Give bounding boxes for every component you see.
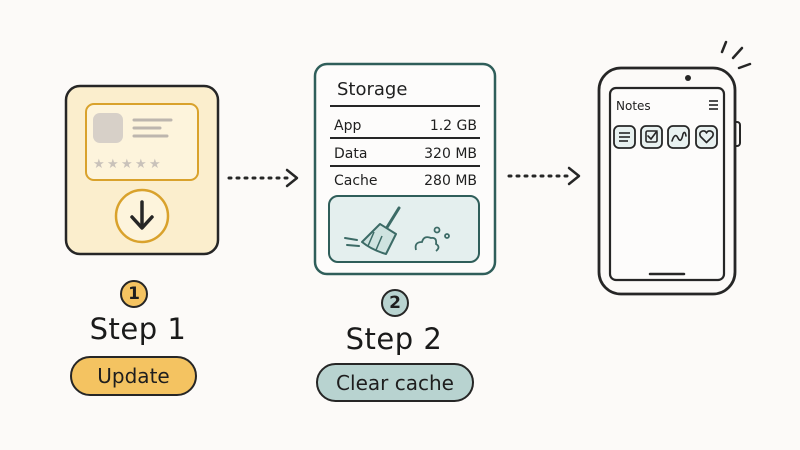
phone: Notes [597, 40, 752, 296]
svg-text:★: ★ [149, 157, 161, 172]
storage-row-cache-label: Cache [334, 173, 378, 189]
svg-text:★: ★ [135, 157, 147, 172]
step-1-label: Step 1 [89, 312, 187, 346]
heart-icon[interactable] [695, 125, 718, 149]
storage-row-app-value: 1.2 GB [430, 118, 477, 134]
storage-title: Storage [337, 79, 407, 100]
svg-text:★: ★ [107, 157, 119, 172]
step-number-1: 1 [120, 280, 148, 308]
checkbox-icon[interactable] [640, 125, 663, 149]
menu-icon[interactable] [709, 100, 718, 110]
storage-row-app-label: App [334, 118, 361, 134]
update-button[interactable]: Update [70, 356, 197, 396]
list-icon[interactable] [613, 125, 636, 149]
storage-row-data-value: 320 MB [424, 146, 477, 162]
rating-stars-icon: ★★★★★ [93, 157, 161, 172]
storage-row-data-label: Data [334, 146, 367, 162]
update-app-card: ★★★★★ [64, 84, 220, 256]
notes-app-title: Notes [616, 99, 651, 113]
flow-arrow-1 [227, 168, 299, 188]
scribble-icon[interactable] [667, 125, 690, 149]
svg-text:★: ★ [121, 157, 133, 172]
app-thumbnail [93, 113, 123, 143]
step-2-label: Step 2 [345, 322, 443, 356]
step-number-2: 2 [381, 289, 409, 317]
storage-panel: Storage App 1.2 GB Data 320 MB Cache 280… [313, 62, 497, 276]
dust-cloud-icon [414, 226, 450, 252]
clear-cache-button[interactable]: Clear cache [316, 363, 474, 402]
phone-camera [685, 75, 691, 81]
download-icon [114, 188, 170, 244]
sparkle-icon [720, 40, 752, 70]
broom-icon [344, 206, 401, 255]
flow-arrow-2 [507, 166, 581, 186]
storage-row-cache-value: 280 MB [424, 173, 477, 189]
svg-text:★: ★ [93, 157, 105, 172]
